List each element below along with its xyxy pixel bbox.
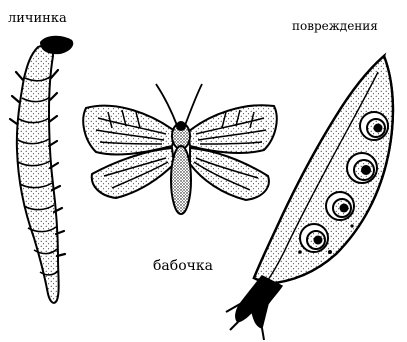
moth-icon [83, 84, 277, 214]
damage-label: повреждения [292, 20, 378, 32]
larva-icon [10, 36, 73, 303]
moth-label: бабочка [153, 259, 213, 273]
larva-label: личинка [8, 12, 67, 25]
